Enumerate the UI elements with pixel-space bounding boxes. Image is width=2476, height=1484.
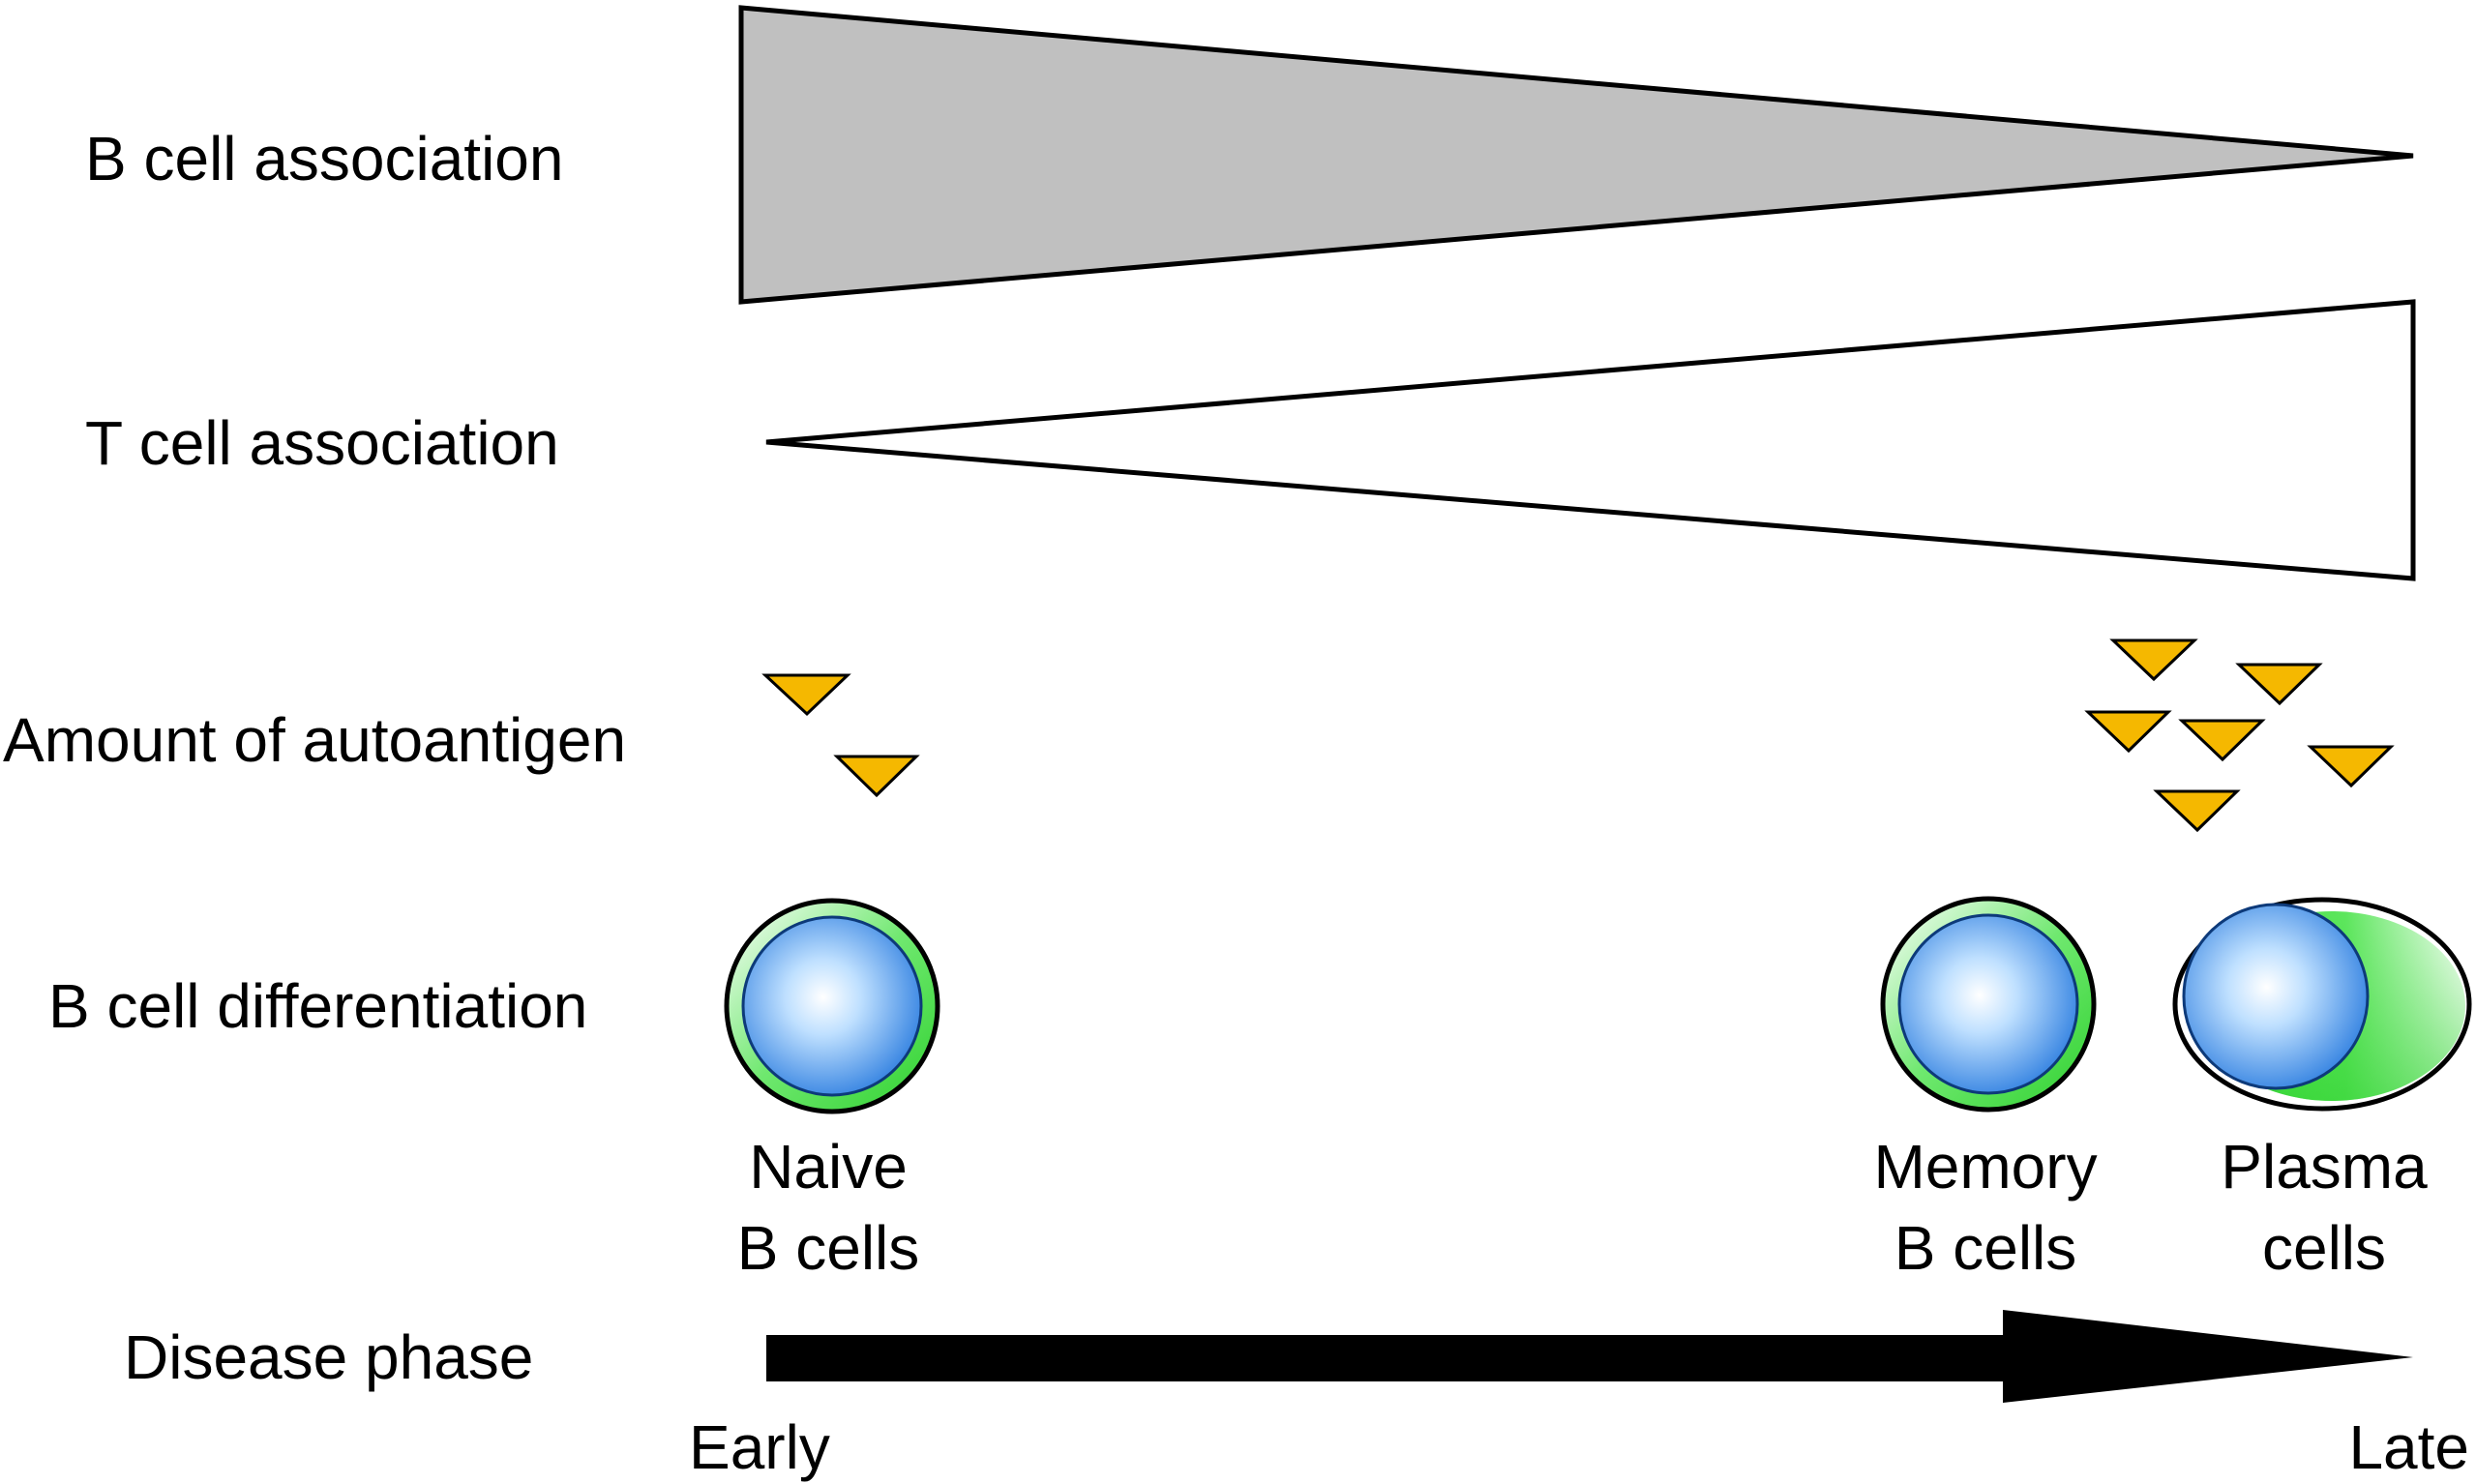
autoantigen-triangle <box>2235 663 2323 706</box>
memory-b-cell <box>1880 896 2097 1113</box>
memory-b-cells-label-line2: B cells <box>1894 1213 2077 1283</box>
plasma-cells-label-line1: Plasma <box>2221 1132 2428 1202</box>
disease-phase-arrow <box>766 1310 2413 1403</box>
autoantigen-triangle <box>2178 719 2266 762</box>
b-cell-differentiation-label: B cell differentiation <box>48 971 587 1041</box>
autoantigen-late-group <box>2084 638 2395 833</box>
autoantigen-triangle <box>833 755 920 798</box>
naive-b-cells-label-line2: B cells <box>737 1213 920 1283</box>
b-cell-association-wedge <box>738 5 2414 305</box>
phase-early-label: Early <box>689 1412 830 1482</box>
t-cell-association-label: T cell association <box>85 408 559 478</box>
autoantigen-triangle <box>2153 789 2241 833</box>
autoantigen-triangle <box>761 673 851 717</box>
naive-b-cell <box>724 898 940 1114</box>
autoantigen-early-group <box>761 673 920 798</box>
naive-b-cells-label-line1: Naive <box>749 1132 908 1202</box>
amount-of-autoantigen-label: Amount of autoantigen <box>3 705 626 775</box>
plasma-cells-label-line2: cells <box>2262 1213 2386 1283</box>
b-cell-association-label: B cell association <box>85 124 563 193</box>
autoantigen-triangle <box>2307 745 2395 788</box>
autoantigen-triangle <box>2109 638 2198 682</box>
plasma-cell <box>2172 897 2472 1112</box>
disease-phase-label: Disease phase <box>124 1322 533 1392</box>
phase-late-label: Late <box>2348 1412 2469 1482</box>
autoantigen-triangle <box>2084 710 2172 754</box>
memory-b-cells-label-line1: Memory <box>1873 1132 2097 1202</box>
t-cell-association-wedge <box>765 299 2416 581</box>
